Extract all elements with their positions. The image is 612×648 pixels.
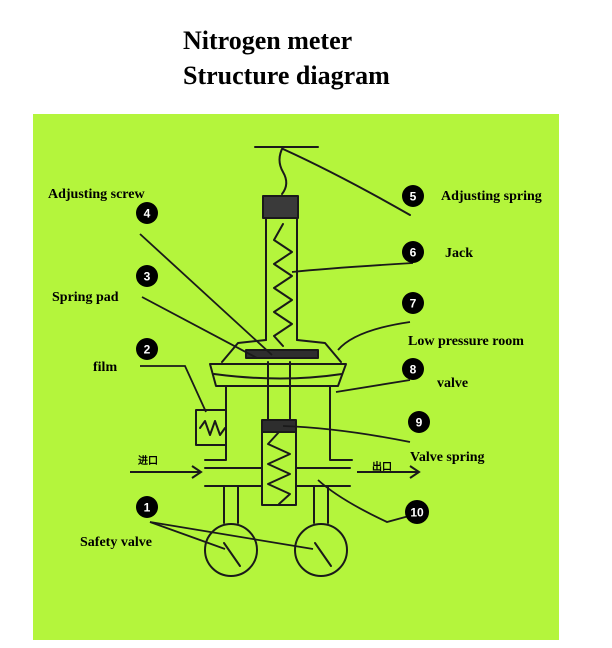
label-safety-valve: Safety valve (80, 535, 152, 550)
leader-6 (291, 262, 414, 273)
label-spring-pad: Spring pad (52, 290, 119, 305)
marker-2: 2 (136, 338, 158, 360)
bonnet-right (296, 339, 342, 363)
leader-2 (140, 365, 207, 413)
outlet-arrowhead (409, 465, 421, 479)
top-wire (278, 146, 288, 195)
gauge-right-needle (314, 542, 332, 567)
valve-spring (267, 431, 291, 505)
label-valve-spring: Valve spring (410, 450, 485, 465)
lower-body-right (329, 385, 353, 461)
side-box (195, 409, 227, 446)
marker-5: 5 (402, 185, 424, 207)
gauge-2-stem (313, 485, 329, 524)
spring-pad (245, 349, 319, 359)
marker-9-text: 9 (416, 416, 423, 430)
valve-stem (267, 361, 291, 421)
marker-4-text: 4 (144, 207, 151, 221)
film-flange (209, 363, 347, 387)
label-outlet: 出口 (372, 460, 392, 473)
marker-3-text: 3 (144, 270, 151, 284)
leader-9 (282, 425, 411, 443)
leader-8 (335, 379, 411, 393)
film-line (213, 373, 343, 380)
regulator-body (195, 146, 411, 577)
leader-4 (139, 233, 273, 356)
outlet-pipe (295, 467, 351, 487)
adjusting-screw-knob (262, 195, 299, 219)
gauge-left-needle (223, 542, 241, 567)
side-spring (199, 420, 226, 436)
gauge-left (204, 523, 258, 577)
marker-3: 3 (136, 265, 158, 287)
marker-10-text: 10 (410, 506, 424, 520)
leader-3 (141, 296, 258, 359)
labels: Adjusting screw Adjusting spring Jack Sp… (48, 187, 542, 550)
gauge-right (294, 523, 348, 577)
spring-5-leader (282, 148, 411, 216)
label-film: film (93, 360, 117, 375)
inlet-arrowhead (191, 465, 203, 479)
marker-6: 6 (402, 241, 424, 263)
label-jack: Jack (445, 246, 473, 261)
label-adjusting-screw: Adjusting screw (48, 187, 145, 202)
leader-7 (337, 321, 411, 351)
marker-6-text: 6 (410, 246, 417, 260)
inlet-pipe (204, 467, 263, 487)
label-inlet: 进口 (138, 454, 158, 467)
title-line-2: Structure diagram (183, 61, 390, 90)
gauge-1-stem (223, 485, 239, 524)
marker-9: 9 (408, 411, 430, 433)
adjusting-spring (273, 223, 293, 347)
marker-5-text: 5 (410, 190, 417, 204)
diagram-canvas: 1 2 3 4 5 6 7 (33, 114, 559, 640)
title-line-1: Nitrogen meter (183, 26, 353, 55)
marker-10: 10 (405, 500, 429, 524)
upper-column (265, 217, 298, 341)
marker-8: 8 (402, 358, 424, 380)
leader-lines (139, 233, 421, 550)
marker-1-text: 1 (144, 501, 151, 515)
marker-4: 4 (136, 202, 158, 224)
marker-1: 1 (136, 496, 158, 518)
label-low-pressure-room: Low pressure room (408, 334, 524, 349)
leader-10 (317, 479, 421, 523)
leader-1b (149, 521, 314, 550)
leader-1a (149, 521, 226, 550)
label-valve: valve (437, 376, 468, 391)
marker-2-text: 2 (144, 343, 151, 357)
marker-8-text: 8 (410, 363, 417, 377)
markers: 1 2 3 4 5 6 7 (136, 185, 430, 524)
marker-7: 7 (402, 292, 424, 314)
label-adjusting-spring: Adjusting spring (441, 189, 542, 204)
marker-7-text: 7 (410, 297, 417, 311)
flow-arrows (130, 465, 421, 479)
